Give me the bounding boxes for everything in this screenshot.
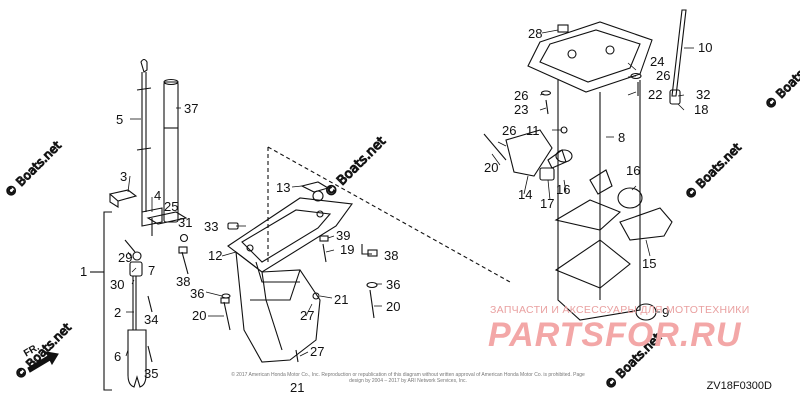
- watermark-bottom-right: © Boats.net: [602, 330, 664, 392]
- callout-20-right: 20: [484, 160, 498, 175]
- washer-36-right: [366, 281, 378, 289]
- callout-28: 28: [528, 26, 542, 41]
- watermark-top-right: © Boats.net: [762, 50, 800, 112]
- callout-16-right: 16: [626, 163, 640, 178]
- callout-38-left: 38: [176, 274, 190, 289]
- grommet-16-right: [617, 187, 643, 209]
- watermark-bottom-left: © Boats.net: [12, 320, 74, 382]
- callout-5: 5: [116, 112, 123, 127]
- callout-26-mid: 26: [514, 88, 528, 103]
- callout-10: 10: [698, 40, 712, 55]
- watermark-center: © Boats.net: [322, 134, 389, 201]
- grommet-13: [300, 181, 330, 193]
- bolt-20-center: [369, 289, 375, 319]
- callout-20-center: 20: [386, 299, 400, 314]
- nut-38: [367, 249, 378, 257]
- shift-rod-tube: [163, 78, 179, 223]
- callout-26-left: 26: [502, 123, 516, 138]
- oil-case: [527, 21, 653, 321]
- extension-case: [227, 197, 353, 363]
- callout-2: 2: [114, 305, 121, 320]
- callout-36-left: 36: [190, 286, 204, 301]
- handle-rod-10: [671, 9, 687, 97]
- callout-11: 11: [526, 123, 540, 138]
- bolt-31: [179, 233, 189, 243]
- pin-35: [147, 345, 153, 363]
- rod-bracket: [141, 207, 163, 236]
- bracket-14: [505, 129, 553, 177]
- shift-arm: [127, 329, 147, 388]
- diagram-code: ZV18F0300D: [706, 380, 772, 392]
- callout-35: 35: [144, 366, 158, 381]
- rod-holder: [146, 211, 188, 225]
- shift-linkage: [124, 239, 143, 330]
- callout-34: 34: [144, 312, 158, 327]
- callout-32: 32: [696, 87, 710, 102]
- bolt-18: [181, 251, 189, 275]
- callout-12: 12: [208, 248, 222, 263]
- callout-27-center: 27: [300, 308, 314, 323]
- callout-16-center: 16: [556, 182, 570, 197]
- callout-21-bottom: 21: [290, 380, 304, 395]
- bracket-part-1: [103, 211, 112, 391]
- callout-21-center: 21: [334, 292, 348, 307]
- callout-33: 33: [204, 219, 218, 234]
- callout-3: 3: [120, 169, 127, 184]
- callout-36-right: 36: [386, 277, 400, 292]
- watermark-right: © Boats.net: [682, 140, 744, 202]
- callout-25: 25: [164, 199, 178, 214]
- ring-13: [312, 190, 324, 202]
- callout-39: 39: [336, 228, 350, 243]
- callout-30: 30: [110, 277, 124, 292]
- callout-22: 22: [648, 87, 662, 102]
- callout-8: 8: [618, 130, 625, 145]
- callout-23: 23: [514, 102, 528, 117]
- callout-9: 9: [662, 305, 669, 320]
- callout-20-left: 20: [192, 308, 206, 323]
- shift-rod: [136, 58, 152, 212]
- callout-1: 1: [80, 264, 87, 279]
- leader-lines: [125, 29, 694, 357]
- bolt-20-left: [223, 301, 231, 331]
- front-arrow-icon: [27, 351, 59, 373]
- callout-numbers: 5 37 3 4 25 31 29 7 1 30 2 34 6 35 13 33…: [80, 26, 712, 395]
- callout-6: 6: [114, 349, 121, 364]
- callout-7: 7: [148, 263, 155, 278]
- callout-24: 24: [650, 54, 664, 69]
- callout-14: 14: [518, 187, 532, 202]
- callout-38-right: 38: [384, 248, 398, 263]
- callout-37: 37: [184, 101, 198, 116]
- callout-4: 4: [154, 188, 161, 203]
- watermark-left: © Boats.net: [2, 138, 64, 200]
- callout-18: 18: [694, 102, 708, 117]
- seal-9: [635, 303, 657, 321]
- copyright-notice: © 2017 American Honda Motor Co., Inc. Re…: [231, 372, 585, 384]
- callout-17: 17: [540, 196, 554, 211]
- callout-15: 15: [642, 256, 656, 271]
- cover-15: [619, 207, 673, 241]
- bolt-19: [322, 243, 327, 263]
- callout-29: 29: [118, 250, 132, 265]
- callout-13: 13: [276, 180, 290, 195]
- callout-19: 19: [340, 242, 354, 257]
- rubber-17: [539, 167, 555, 181]
- callout-27-bottom: 27: [310, 344, 324, 359]
- pin-34: [147, 295, 153, 313]
- washer-39: [319, 235, 329, 242]
- callout-31: 31: [178, 215, 192, 230]
- callout-26-top-right: 26: [656, 68, 670, 83]
- rod-clip: [108, 189, 138, 208]
- part-28: [557, 24, 569, 33]
